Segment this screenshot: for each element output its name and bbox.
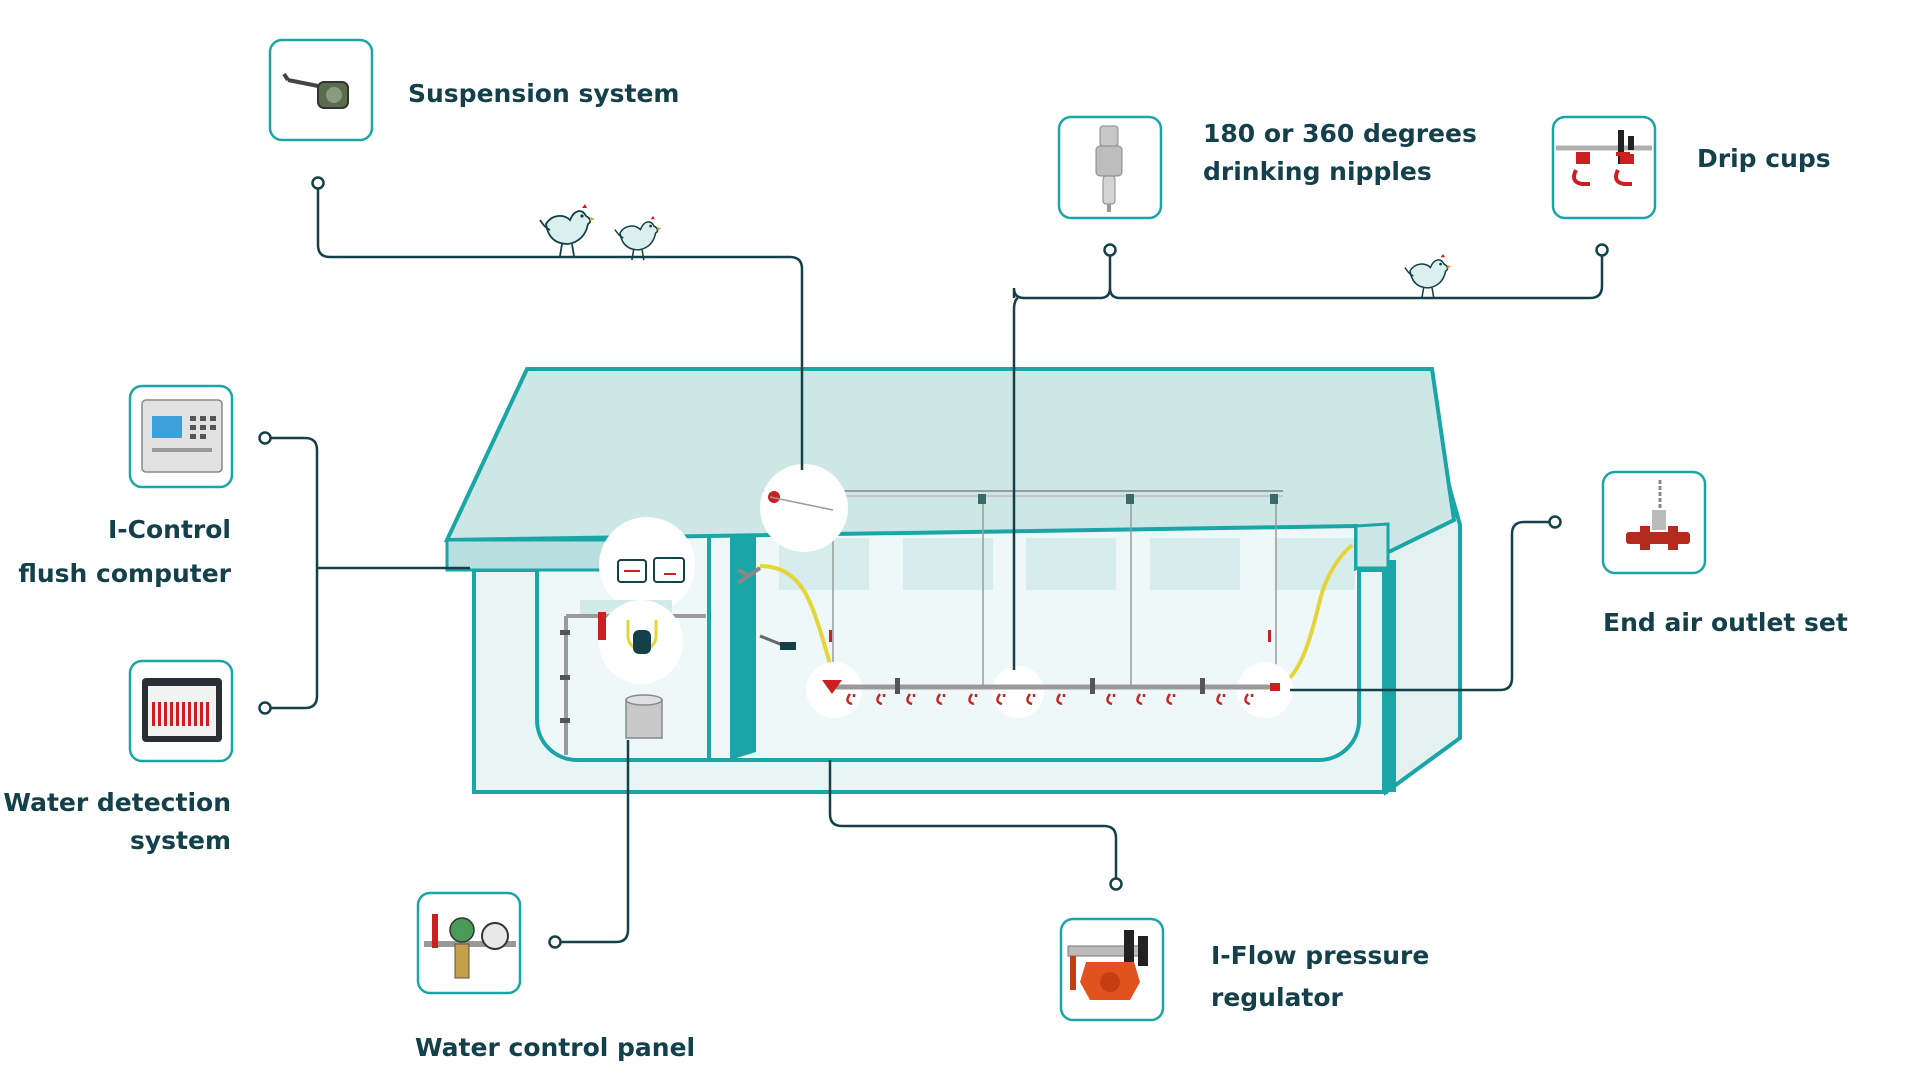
drip-cup-icon[interactable]	[1551, 115, 1657, 220]
winch-icon[interactable]	[268, 38, 374, 142]
partition-panel	[730, 480, 756, 760]
end-air-outlet-label: End air outlet set	[1603, 608, 1848, 637]
connector-lines	[265, 183, 1604, 944]
air-outlet-icon[interactable]	[1601, 470, 1707, 575]
drinking-nipples-label: 180 or 360 degrees drinking nipples	[1203, 119, 1477, 186]
hen-icon	[1404, 253, 1453, 299]
drip-cups-label: Drip cups	[1697, 144, 1831, 173]
suspension-system-label: Suspension system	[408, 79, 680, 108]
water-control-panel-label: Water control panel	[415, 1033, 696, 1062]
control-computer-icon[interactable]	[128, 384, 234, 489]
connector-dots	[258, 176, 1609, 949]
drinking-nipple-icon[interactable]	[1057, 115, 1163, 220]
icontrol-label: I-Control flush computer	[18, 515, 231, 588]
pressure-regulator-icon[interactable]	[1059, 917, 1165, 1022]
iflow-regulator-label: I-Flow pressure regulator	[1211, 941, 1430, 1012]
detection-panel-icon[interactable]	[128, 659, 234, 763]
drip-cups-row	[846, 693, 1254, 706]
hen-icon	[614, 215, 663, 261]
hen-icon	[539, 203, 596, 257]
drinking-line	[736, 464, 1354, 718]
poultry-house	[443, 367, 1462, 796]
control-room-equipment	[560, 517, 706, 755]
water-detection-label: Water detection system	[3, 788, 231, 855]
water-meter-icon[interactable]	[416, 891, 522, 995]
